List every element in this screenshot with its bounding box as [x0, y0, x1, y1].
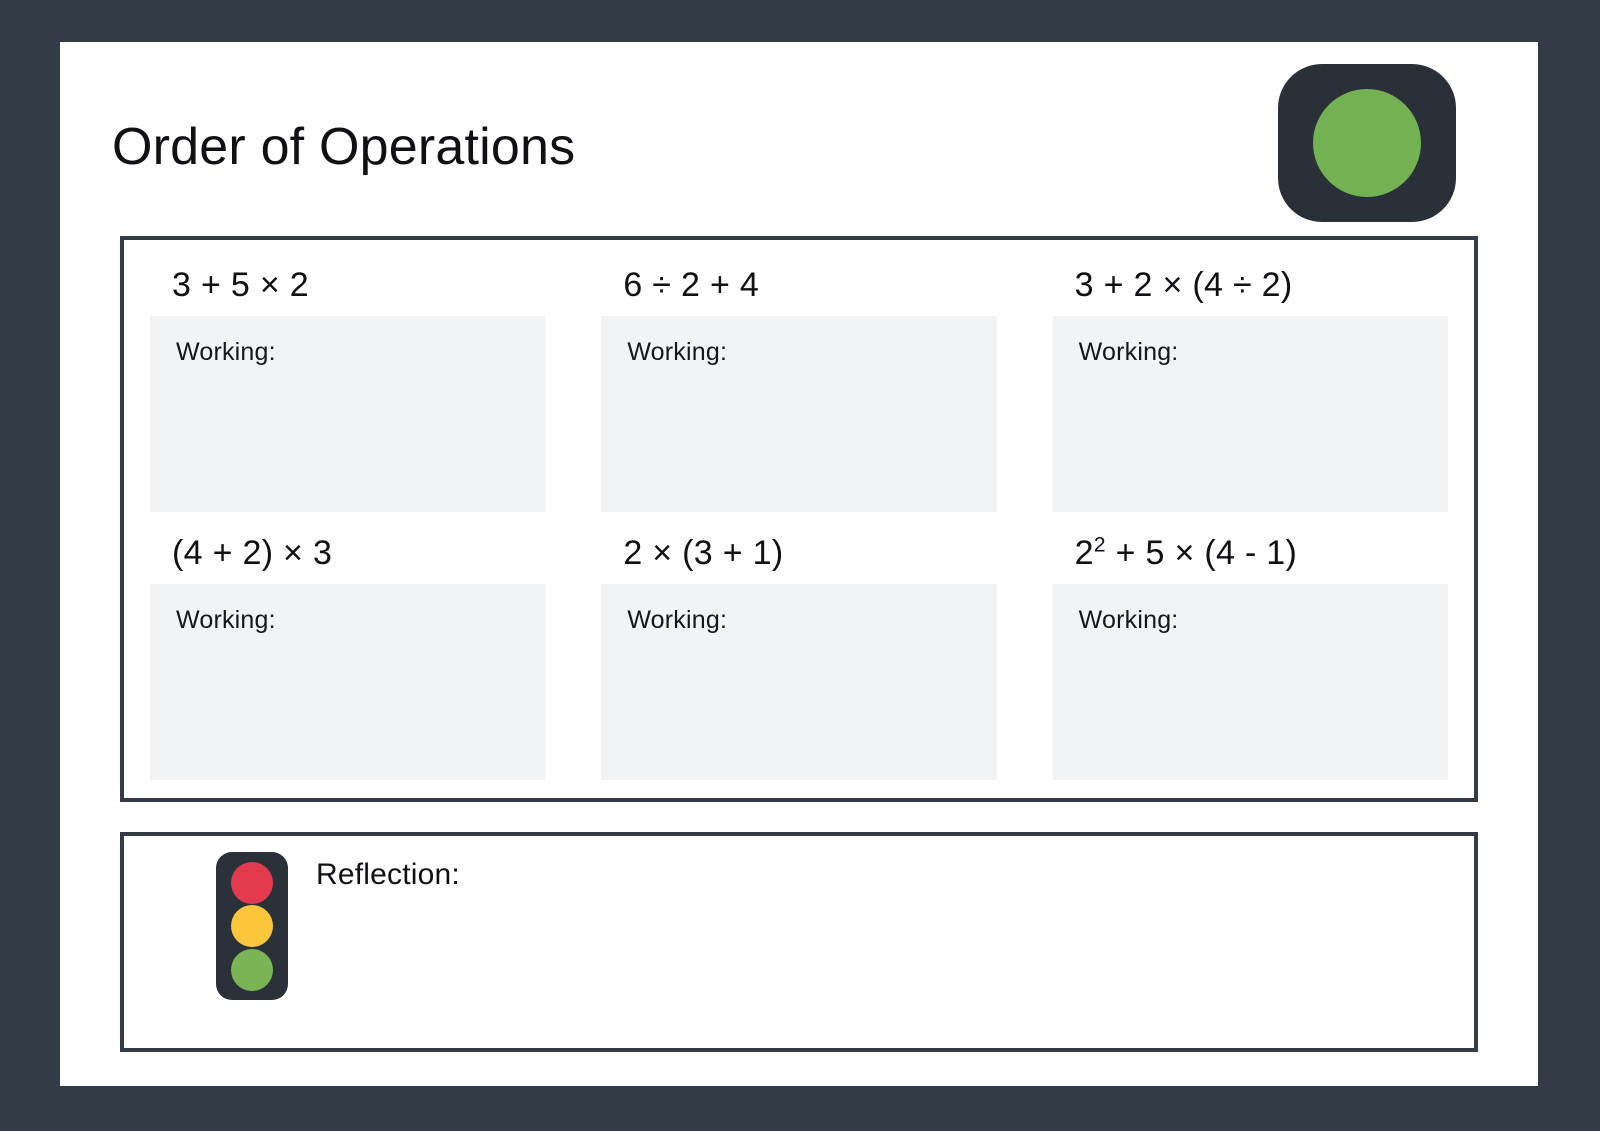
expression-base: 6 ÷ 2 + 4 — [623, 266, 760, 304]
question-expression: 22 + 5 × (4 - 1) — [1053, 522, 1448, 584]
expression-base: (4 + 2) × 3 — [172, 534, 333, 572]
question-cell: 2 × (3 + 1) Working: — [601, 522, 997, 780]
page-title: Order of Operations — [112, 118, 576, 176]
question-cell: 22 + 5 × (4 - 1) Working: — [1052, 522, 1448, 780]
working-label: Working: — [627, 338, 728, 366]
reflection-panel[interactable]: Reflection: — [120, 832, 1478, 1052]
working-label: Working: — [627, 606, 728, 634]
working-box[interactable]: Working: — [150, 584, 546, 780]
green-light-badge-icon — [1278, 64, 1456, 222]
question-expression: 3 + 2 × (4 ÷ 2) — [1053, 254, 1448, 316]
traffic-light-amber-icon — [231, 905, 273, 947]
question-expression: 2 × (3 + 1) — [601, 522, 996, 584]
questions-panel: 3 + 5 × 2 Working: 6 ÷ 2 + 4 Working: 3 … — [120, 236, 1478, 802]
working-box[interactable]: Working: — [1052, 584, 1448, 780]
traffic-light-green-icon — [231, 948, 273, 991]
question-cell: 3 + 5 × 2 Working: — [150, 254, 546, 512]
working-label: Working: — [1078, 338, 1179, 366]
expression-base: 3 + 2 × (4 ÷ 2) — [1074, 266, 1293, 304]
reflection-label: Reflection: — [316, 858, 460, 891]
expression-base: 2 — [1074, 534, 1094, 572]
working-label: Working: — [1078, 606, 1179, 634]
working-label: Working: — [176, 338, 276, 366]
traffic-light-red-icon — [231, 861, 273, 904]
questions-grid: 3 + 5 × 2 Working: 6 ÷ 2 + 4 Working: 3 … — [124, 240, 1474, 798]
question-cell: 6 ÷ 2 + 4 Working: — [601, 254, 997, 512]
worksheet-page: Order of Operations 3 + 5 × 2 Working: 6… — [60, 42, 1538, 1086]
question-expression: 6 ÷ 2 + 4 — [601, 254, 996, 316]
working-box[interactable]: Working: — [601, 584, 997, 780]
question-cell: 3 + 2 × (4 ÷ 2) Working: — [1052, 254, 1448, 512]
working-box[interactable]: Working: — [150, 316, 546, 512]
working-label: Working: — [176, 606, 276, 634]
expression-exponent: 2 — [1093, 533, 1106, 557]
working-box[interactable]: Working: — [1052, 316, 1448, 512]
question-expression: 3 + 5 × 2 — [150, 254, 545, 316]
expression-tail: + 5 × (4 - 1) — [1105, 534, 1298, 572]
expression-base: 3 + 5 × 2 — [172, 266, 309, 304]
expression-base: 2 × (3 + 1) — [623, 534, 784, 572]
question-cell: (4 + 2) × 3 Working: — [150, 522, 546, 780]
green-circle-icon — [1313, 89, 1421, 197]
traffic-light-icon — [216, 852, 288, 1000]
working-box[interactable]: Working: — [601, 316, 997, 512]
question-expression: (4 + 2) × 3 — [150, 522, 545, 584]
